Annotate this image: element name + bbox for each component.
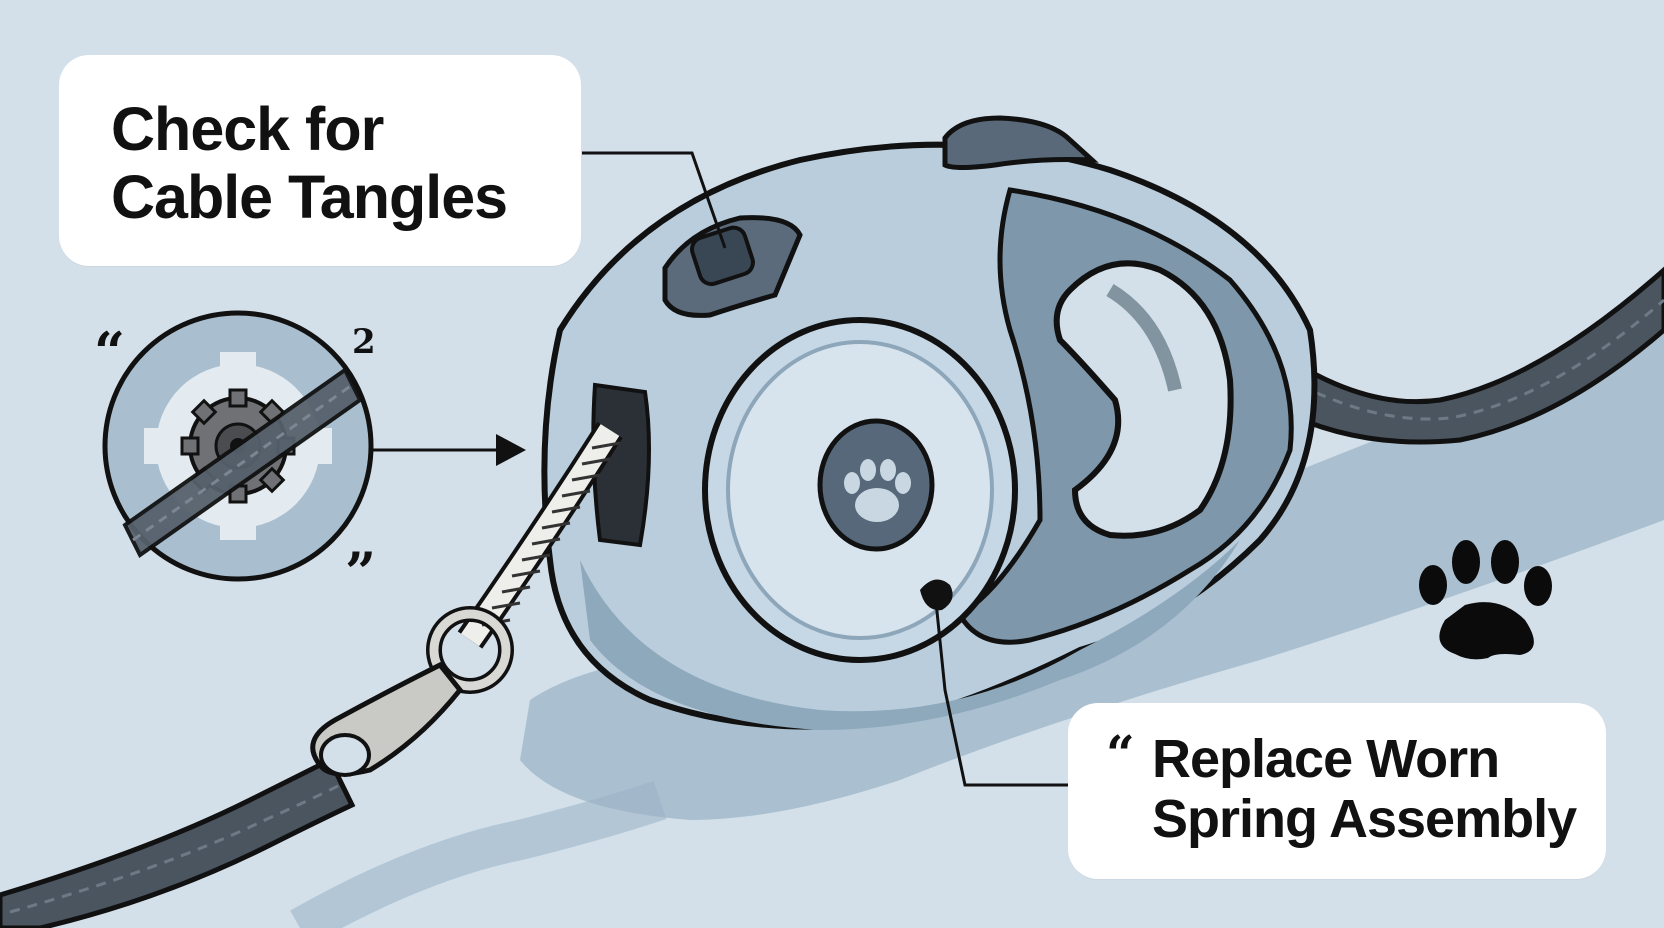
paw-print-icon <box>1419 540 1552 660</box>
leash-strap-right <box>1277 266 1664 445</box>
inset-number: 2 <box>352 322 376 362</box>
callout-spring-assembly: “ Replace Worn Spring Assembly <box>1068 703 1606 879</box>
callout-cable-tangles: Check for Cable Tangles <box>59 55 581 266</box>
arrow-right-icon <box>372 434 526 466</box>
snap-hook <box>310 606 514 777</box>
leader-line-top <box>582 151 727 249</box>
callout-open-quote: “ <box>1106 724 1135 783</box>
callout-spring-assembly-text: Replace Worn Spring Assembly <box>1152 729 1577 850</box>
inset-magnifier <box>102 310 374 582</box>
lock-button <box>662 215 803 318</box>
leash-strap-left <box>0 756 356 928</box>
leash-shadow <box>290 781 667 928</box>
leash-device <box>541 115 1318 730</box>
inset-open-quote: “ <box>94 320 126 384</box>
top-button <box>942 115 1099 170</box>
leader-line-bottom <box>933 591 1068 787</box>
handle-opening <box>1053 260 1234 539</box>
paw-icon <box>844 459 911 522</box>
inset-close-quote: ” <box>345 540 377 604</box>
callout-cable-tangles-text: Check for Cable Tangles <box>111 95 508 232</box>
